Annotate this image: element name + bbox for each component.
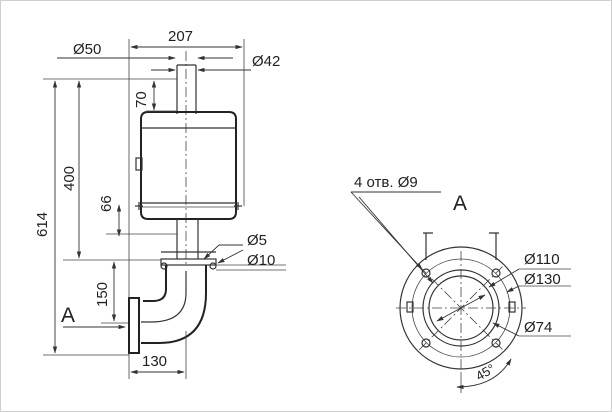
label-dia-74: Ø74 <box>524 319 552 336</box>
label-dia-42: Ø42 <box>252 53 280 70</box>
label-dia-5: Ø5 <box>247 232 267 249</box>
label-70: 70 <box>133 91 150 108</box>
left-dimensions <box>43 78 177 356</box>
label-150: 150 <box>94 282 111 307</box>
elbow-pipe <box>128 265 207 354</box>
label-400: 400 <box>61 166 78 191</box>
label-view-a-arrow: A <box>61 304 75 327</box>
bolt-holes <box>421 268 501 348</box>
label-holes: 4 отв. Ø9 <box>354 174 418 191</box>
label-66: 66 <box>98 195 115 212</box>
label-dia-50: Ø50 <box>73 41 101 58</box>
label-130: 130 <box>142 353 167 370</box>
right-leaders <box>203 244 286 271</box>
cylinder-body <box>135 111 242 220</box>
label-angle-45: 45° <box>473 361 498 384</box>
side-view: 207 Ø50 Ø42 70 400 614 66 150 130 Ø5 Ø10… <box>34 28 286 379</box>
bottom-dimensions <box>128 331 187 379</box>
top-pipe <box>176 64 197 114</box>
flange-view: 4 отв. Ø9 A Ø110 Ø130 Ø74 45° <box>350 174 571 393</box>
label-view-a: A <box>453 192 467 215</box>
top-dimensions <box>57 39 251 298</box>
label-614: 614 <box>34 212 51 237</box>
label-dia-10: Ø10 <box>247 252 275 269</box>
label-dia-130: Ø130 <box>524 271 561 288</box>
lower-neck <box>160 219 217 270</box>
label-207: 207 <box>168 28 193 45</box>
label-dia-110: Ø110 <box>524 251 560 268</box>
